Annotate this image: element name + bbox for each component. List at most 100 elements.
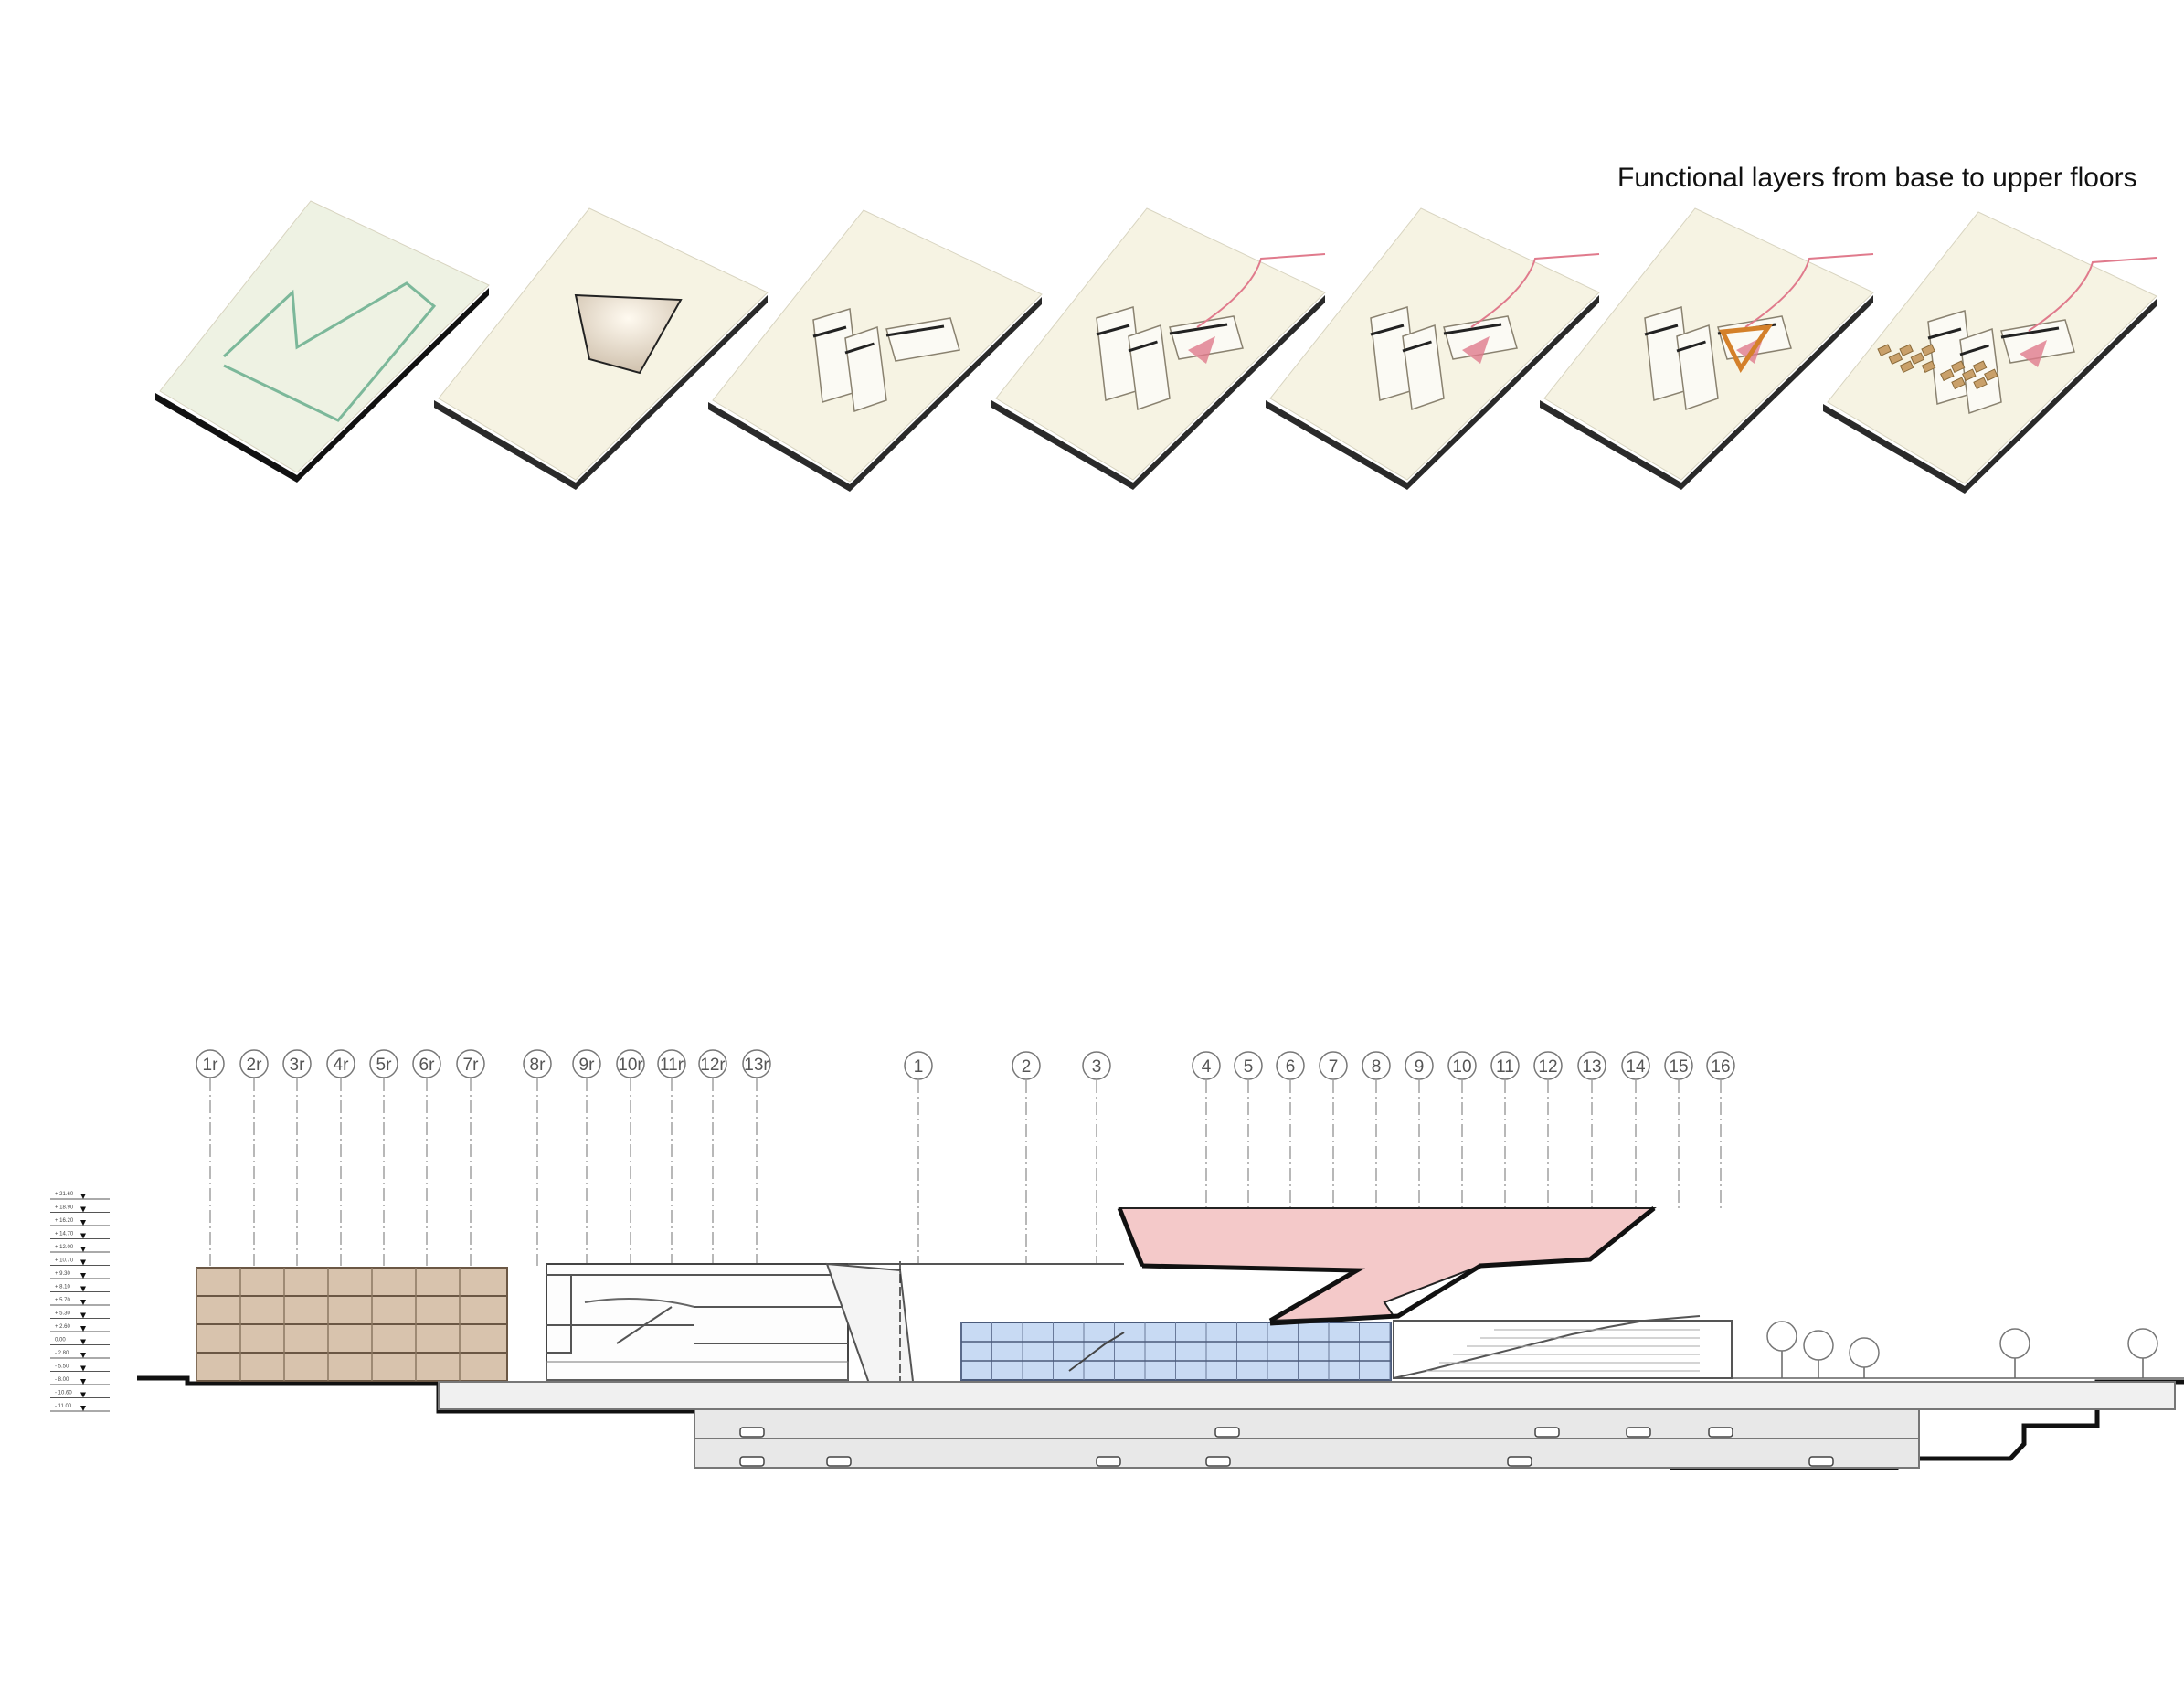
svg-text:3: 3 bbox=[1092, 1057, 1102, 1077]
pedestrian-link bbox=[1744, 253, 1874, 328]
axis-marker-main: 13 bbox=[1577, 1051, 1606, 1208]
level-value: + 5.70 bbox=[55, 1298, 71, 1303]
svg-text:11: 11 bbox=[1496, 1057, 1514, 1077]
circle-axis-marker-icon bbox=[456, 1049, 485, 1078]
svg-text:14: 14 bbox=[1626, 1057, 1646, 1077]
level-value: + 16.20 bbox=[55, 1218, 74, 1224]
circle-axis-marker-icon bbox=[1706, 1051, 1735, 1080]
tree-icon bbox=[2127, 1328, 2158, 1359]
svg-text:4: 4 bbox=[1202, 1057, 1212, 1077]
level-value: - 5.50 bbox=[55, 1364, 69, 1370]
axis-marker-main: 5 bbox=[1234, 1051, 1263, 1208]
axis-marker-main: 16 bbox=[1706, 1051, 1735, 1208]
triangle-level-marker-icon bbox=[80, 1286, 86, 1292]
svg-text:8r: 8r bbox=[530, 1056, 546, 1075]
car-icon bbox=[1507, 1456, 1532, 1467]
level-value: - 11.00 bbox=[55, 1404, 72, 1409]
axis-marker-residential: 11r bbox=[657, 1049, 686, 1266]
svg-text:9r: 9r bbox=[579, 1056, 596, 1075]
svg-text:10: 10 bbox=[1452, 1057, 1471, 1077]
circle-axis-marker-icon bbox=[657, 1049, 686, 1078]
circle-axis-marker-icon bbox=[1533, 1051, 1563, 1080]
level-value: + 14.70 bbox=[55, 1232, 74, 1237]
circle-axis-marker-icon bbox=[1490, 1051, 1520, 1080]
svg-text:1r: 1r bbox=[203, 1056, 219, 1075]
svg-text:5: 5 bbox=[1244, 1057, 1254, 1077]
axis-marker-main: 11 bbox=[1490, 1051, 1520, 1208]
svg-text:1: 1 bbox=[914, 1057, 924, 1077]
svg-text:2r: 2r bbox=[247, 1056, 263, 1075]
svg-text:9: 9 bbox=[1415, 1057, 1425, 1077]
tree-icon bbox=[1999, 1328, 2030, 1359]
axis-marker-residential: 8r bbox=[523, 1049, 552, 1266]
triangle-level-marker-icon bbox=[80, 1259, 86, 1266]
level-marker: + 5.70 bbox=[50, 1298, 110, 1306]
circle-axis-marker-icon bbox=[239, 1049, 269, 1078]
axis-marker-main: 4 bbox=[1192, 1051, 1221, 1208]
triangle-level-marker-icon bbox=[80, 1300, 86, 1305]
level-value: + 5.30 bbox=[55, 1311, 71, 1317]
triangle-level-marker-icon bbox=[80, 1339, 86, 1345]
circle-axis-marker-icon bbox=[1319, 1051, 1348, 1080]
residential-block bbox=[196, 1267, 508, 1382]
level-value: - 2.80 bbox=[55, 1351, 69, 1356]
level-marker: + 21.60 bbox=[50, 1192, 110, 1200]
level-value: - 8.00 bbox=[55, 1377, 69, 1383]
triangle-level-marker-icon bbox=[80, 1273, 86, 1279]
triangle-level-marker-icon bbox=[80, 1233, 86, 1239]
axis-marker-residential: 4r bbox=[326, 1049, 355, 1266]
car-icon bbox=[1626, 1427, 1651, 1438]
cantilever-roof bbox=[1117, 1206, 1657, 1326]
triangle-level-marker-icon bbox=[80, 1312, 86, 1319]
level-marker: 0.00 bbox=[50, 1338, 110, 1345]
level-marker: + 5.30 bbox=[50, 1311, 110, 1319]
level-value: 0.00 bbox=[55, 1338, 66, 1343]
cultural-block bbox=[546, 1263, 849, 1381]
triangle-level-marker-icon bbox=[80, 1194, 86, 1199]
axis-marker-main: 2 bbox=[1012, 1051, 1041, 1264]
circle-axis-marker-icon bbox=[412, 1049, 441, 1078]
massing-plate-6 bbox=[1540, 207, 1874, 490]
svg-text:15: 15 bbox=[1669, 1057, 1688, 1077]
axis-marker-main: 7 bbox=[1319, 1051, 1348, 1208]
svg-text:12: 12 bbox=[1538, 1057, 1557, 1077]
massing-plate-3 bbox=[708, 209, 1043, 492]
level-marker: - 5.50 bbox=[50, 1364, 110, 1372]
svg-text:11r: 11r bbox=[660, 1056, 684, 1075]
svg-text:7r: 7r bbox=[463, 1056, 480, 1075]
level-value: - 10.60 bbox=[55, 1391, 72, 1396]
level-marker: + 16.20 bbox=[50, 1218, 110, 1226]
level-marker: + 14.70 bbox=[50, 1232, 110, 1239]
circle-axis-marker-icon bbox=[1664, 1051, 1693, 1080]
circle-axis-marker-icon bbox=[196, 1049, 225, 1078]
car-icon bbox=[739, 1456, 765, 1467]
axis-marker-residential: 2r bbox=[239, 1049, 269, 1266]
parking-levels bbox=[438, 1381, 2176, 1469]
circle-axis-marker-icon bbox=[1447, 1051, 1477, 1080]
circle-axis-marker-icon bbox=[1405, 1051, 1434, 1080]
level-marker: + 18.90 bbox=[50, 1205, 110, 1213]
car-icon bbox=[1214, 1427, 1240, 1438]
triangle-level-marker-icon bbox=[80, 1392, 86, 1398]
axis-marker-main: 15 bbox=[1664, 1051, 1693, 1208]
glass-block bbox=[960, 1322, 1392, 1381]
axis-marker-residential: 9r bbox=[572, 1049, 601, 1266]
massing-plate-7 bbox=[1823, 211, 2157, 494]
pedestrian-link bbox=[1470, 253, 1600, 328]
massing-plate-1 bbox=[155, 200, 490, 483]
axis-marker-main: 9 bbox=[1405, 1051, 1434, 1208]
svg-text:4r: 4r bbox=[334, 1056, 350, 1075]
level-value: + 12.00 bbox=[55, 1245, 74, 1250]
circle-axis-marker-icon bbox=[1012, 1051, 1041, 1080]
massing-plate-5 bbox=[1266, 207, 1600, 490]
svg-text:13r: 13r bbox=[744, 1056, 769, 1075]
svg-text:2: 2 bbox=[1022, 1057, 1032, 1077]
axis-marker-residential: 5r bbox=[369, 1049, 398, 1266]
level-value: + 10.70 bbox=[55, 1258, 74, 1264]
triangle-level-marker-icon bbox=[80, 1379, 86, 1385]
svg-text:3r: 3r bbox=[290, 1056, 306, 1075]
axis-marker-residential: 7r bbox=[456, 1049, 485, 1266]
level-value: + 2.60 bbox=[55, 1324, 71, 1330]
